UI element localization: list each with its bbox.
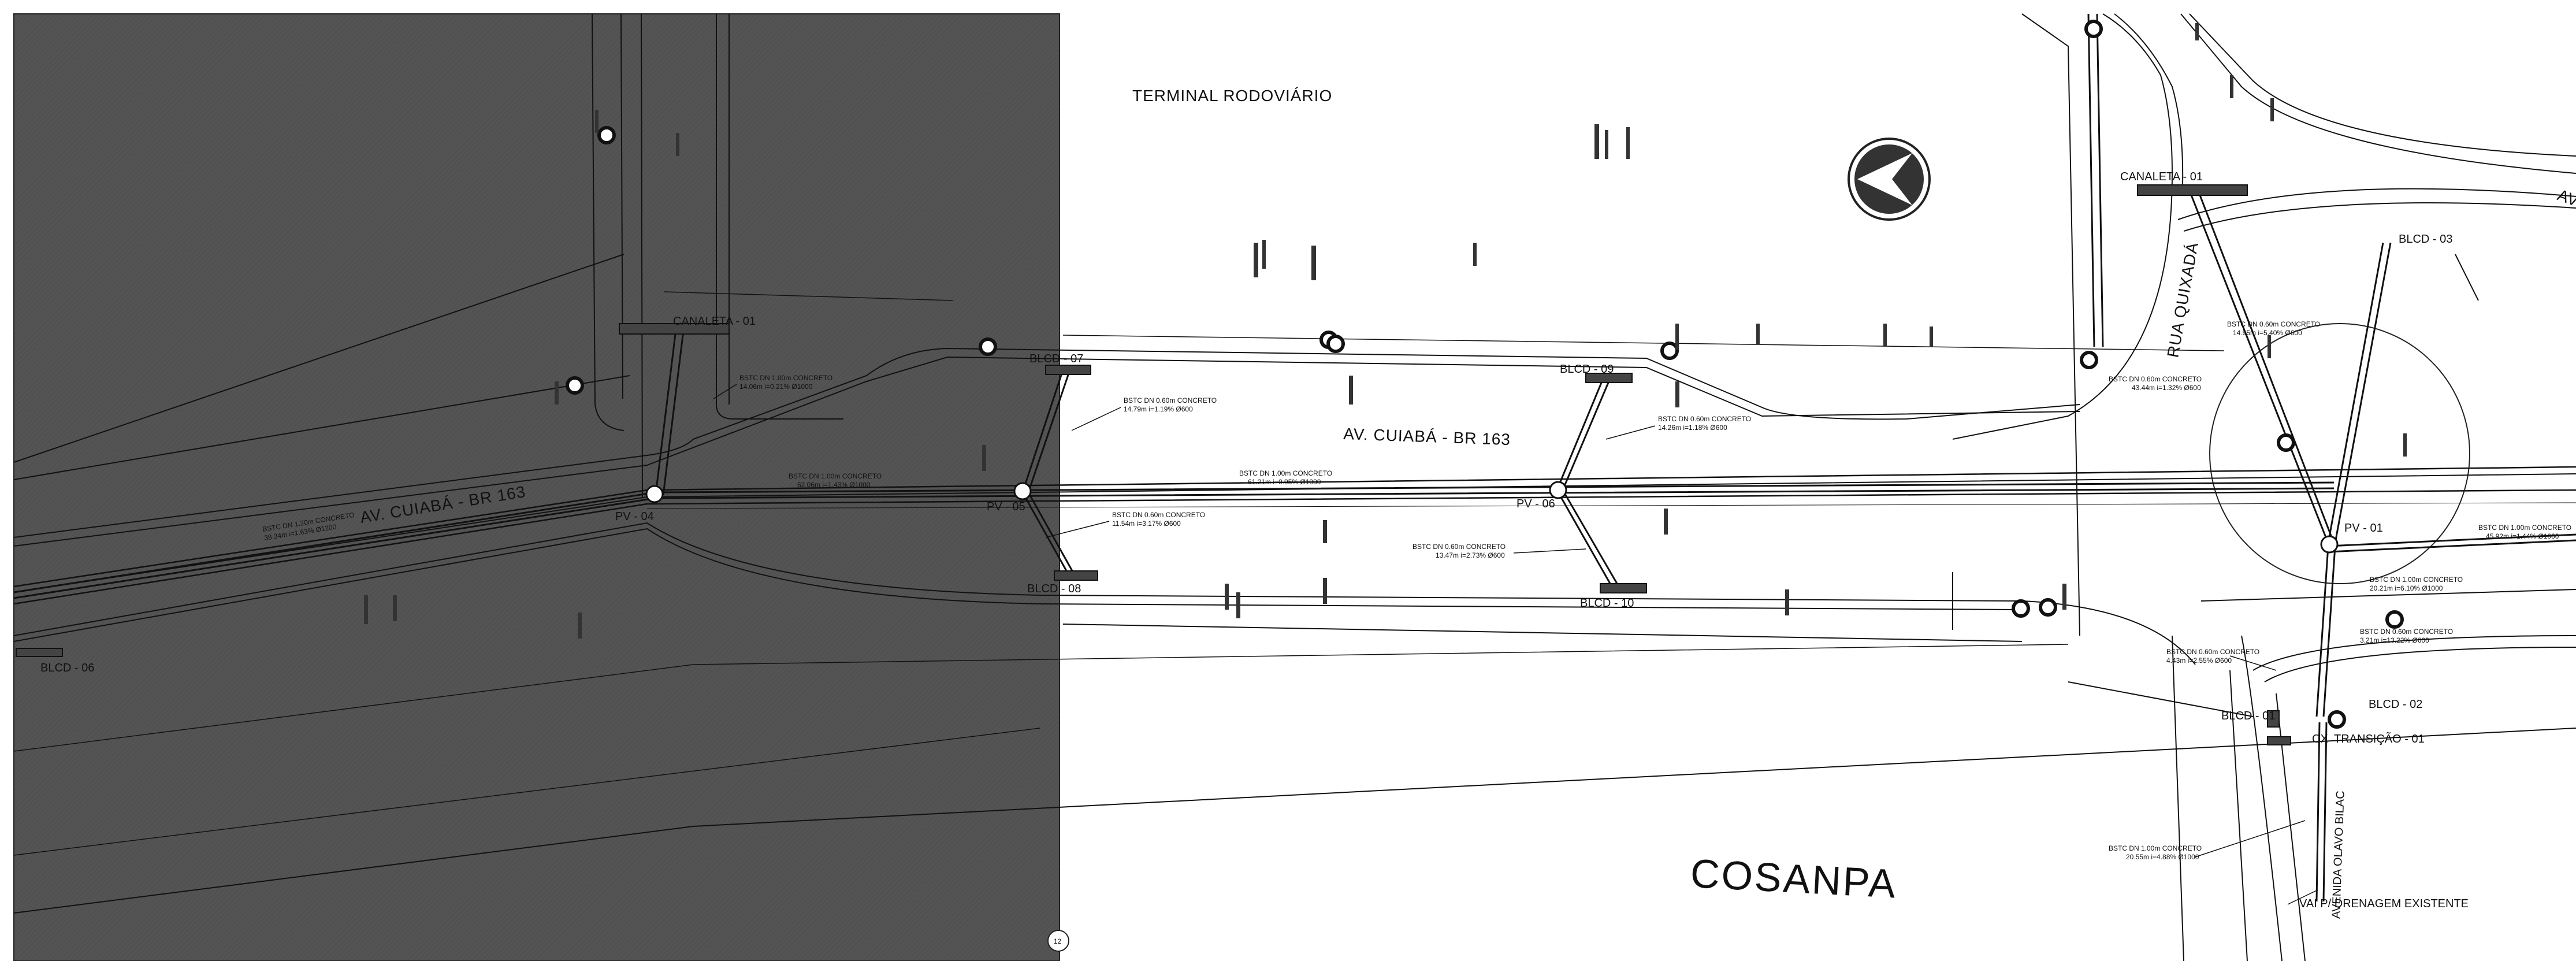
pipe-label: 20.21m i=6.10% Ø1000 [2370, 584, 2443, 592]
canaleta-01-right: CANALETA - 01 [2120, 170, 2203, 183]
circle-marker-icon [2328, 710, 2346, 729]
right-streets [1952, 13, 2576, 961]
circle-marker-icon [2084, 20, 2103, 38]
circle-marker-icon [566, 376, 584, 395]
circle-marker-icon [1326, 335, 1345, 353]
circle-marker-icon [979, 337, 997, 356]
pipe-label: BSTC DN 1.00m CONCRETO [2109, 844, 2202, 852]
pipe-label: 3.21m i=13.22% Ø600 [2360, 636, 2429, 644]
canaleta-01-left: CANALETA - 01 [673, 315, 756, 328]
survey-ticks [364, 23, 2407, 639]
pv-04: PV - 04 [615, 510, 654, 523]
cosanpa-label: COSANPA [1689, 851, 1898, 907]
pipe-annotations: BSTC DN 1.00m CONCRETO 14.06m i=0.21% Ø1… [262, 320, 2571, 861]
pipe-label: BSTC DN 0.60m CONCRETO [1112, 511, 1205, 519]
circle-marker-icon [2039, 598, 2057, 617]
pipe-label: BSTC DN 0.60m CONCRETO [2109, 375, 2202, 383]
blcd-08: BLCD - 08 [1027, 582, 1081, 595]
manholes [566, 20, 2404, 729]
pipe-label: 13.47m i=2.73% Ø600 [1436, 551, 1505, 559]
circle-marker-icon [2277, 433, 2295, 452]
blcd-06: BLCD - 06 [40, 662, 94, 674]
page-marker-label: 12 [1054, 937, 1062, 945]
blcd-02: BLCD - 02 [2369, 698, 2422, 711]
circle-marker-icon [1660, 342, 1679, 360]
pv-01: PV - 01 [2344, 522, 2383, 535]
inlet-boxes [16, 184, 2291, 745]
pipe-label: 45.92m i=1.44% Ø1000 [2486, 532, 2559, 540]
blcd-10: BLCD - 10 [1580, 597, 1634, 610]
circle-marker-icon [2320, 535, 2339, 554]
pipe-label: 11.54m i=3.17% Ø600 [1112, 520, 1181, 528]
pipe-label: 14.06m i=0.21% Ø1000 [739, 383, 813, 391]
pipe-label: BSTC DN 0.60m CONCRETO [2360, 628, 2453, 636]
pipe-label: 14.26m i=1.18% Ø600 [1658, 424, 1727, 432]
pipe-label: 61.21m i=0.95% Ø1000 [1248, 478, 1321, 486]
north-arrow-icon [1848, 138, 1931, 221]
pipe-label: BSTC DN 0.60m CONCRETO [1124, 396, 1217, 405]
circle-marker-icon [2385, 610, 2404, 629]
pipe-label: BSTC DN 0.60m CONCRETO [1412, 543, 1506, 551]
transicao-01: TRANSIÇÃO - 01 [2334, 732, 2425, 745]
blcd-09: BLCD - 09 [1560, 363, 1614, 376]
pipe-label: 14.79m i=1.19% Ø600 [1124, 405, 1193, 413]
pv-05: PV - 05 [987, 500, 1025, 513]
circle-marker-icon [597, 126, 616, 144]
circle-marker-icon [2012, 599, 2030, 618]
structure-labels: CANALETA - 01 CANALETA - 01 BLCD - 06 BL… [40, 170, 2469, 910]
pipe-label: BSTC DN 0.60m CONCRETO [1658, 415, 1751, 423]
pipe-label: BSTC DN 1.00m CONCRETO [2370, 576, 2463, 584]
pipe-label: BSTC DN 0.60m CONCRETO [2166, 648, 2259, 656]
blcd-03: BLCD - 03 [2399, 233, 2452, 246]
circle-marker-icon [1013, 482, 1032, 500]
pipe-label: 62.06m i=1.43% Ø1000 [797, 481, 871, 489]
blcd-07: BLCD - 07 [1029, 353, 1083, 365]
leader-lines [713, 384, 2318, 905]
pv-06: PV - 06 [1516, 498, 1555, 510]
circle-marker-icon [645, 485, 664, 503]
pipe-label: BSTC DN 1.00m CONCRETO [1239, 469, 1332, 477]
cx-label: CX [2312, 733, 2328, 745]
roundabout [2209, 323, 2470, 584]
pipe-label: 43.44m i=1.32% Ø600 [2132, 384, 2201, 392]
pipe-label: BSTC DN 1.00m CONCRETO [789, 472, 882, 480]
pipe-label: BSTC DN 1.00m CONCRETO [2478, 524, 2571, 532]
pipe-label: BSTC DN 1.00m CONCRETO [739, 374, 832, 382]
page-marker [1047, 930, 1069, 952]
pipe-label: 4.43m i=2.55% Ø600 [2166, 656, 2232, 665]
vai-drenagem-label: VAI P/ DRENAGEM EXISTENTE [2299, 897, 2469, 910]
circle-marker-icon [2080, 351, 2098, 369]
terminal-label: TERMINAL RODOVIÁRIO [1132, 87, 1332, 105]
pipe-label: BSTC DN 0.60m CONCRETO [2227, 320, 2320, 328]
pipe-label: 20.55m i=4.88% Ø1000 [2126, 853, 2199, 861]
blcd-01: BLCD - 01 [2221, 710, 2275, 722]
pipe-label: 14.95m i=5.40% Ø600 [2233, 329, 2302, 337]
circle-marker-icon [1549, 481, 1567, 499]
